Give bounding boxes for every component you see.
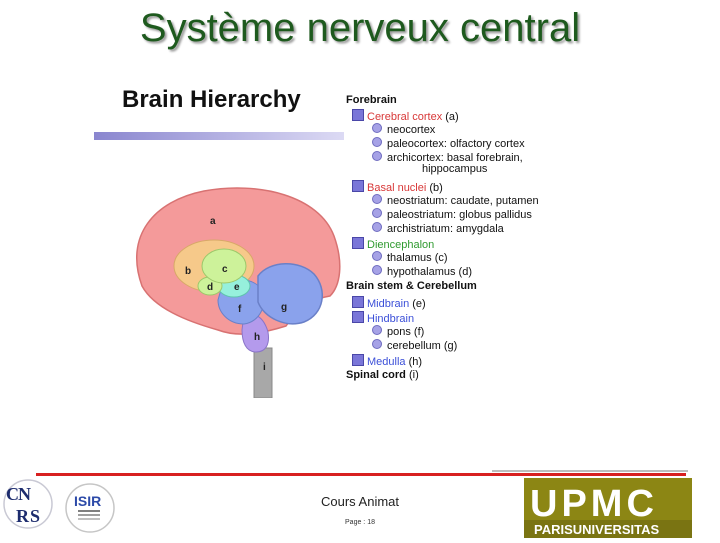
region-label-h: h bbox=[254, 332, 260, 343]
region-label-e: e bbox=[234, 282, 240, 293]
legend-item: thalamus (c) bbox=[372, 251, 448, 264]
legend-group-label: Medulla bbox=[367, 356, 406, 368]
round-bullet-icon bbox=[372, 123, 382, 133]
region-label-f: f bbox=[238, 304, 242, 315]
isir-logo: ISIR bbox=[65, 483, 115, 533]
slide-title: Système nerveux central bbox=[139, 6, 581, 50]
legend-item: paleostriatum: globus pallidus bbox=[372, 208, 532, 221]
figure-title-rule bbox=[94, 132, 344, 140]
legend-group: Cerebral cortex (a) bbox=[352, 109, 459, 123]
legend-item-label: hypothalamus (d) bbox=[387, 266, 472, 278]
region-label-d: d bbox=[207, 282, 213, 293]
legend-header-label: Brain stem & Cerebellum bbox=[346, 280, 477, 292]
legend-item-label: pons (f) bbox=[387, 326, 425, 338]
legend-item-label: neocortex bbox=[387, 124, 436, 136]
legend-group-suffix: (a) bbox=[442, 111, 459, 123]
legend-header-label: Forebrain bbox=[346, 94, 397, 106]
round-bullet-icon bbox=[372, 151, 382, 161]
legend-group: Midbrain (e) bbox=[352, 296, 426, 310]
square-bullet-icon bbox=[352, 354, 364, 366]
legend-item-continuation: hippocampus bbox=[422, 164, 487, 175]
round-bullet-icon bbox=[372, 251, 382, 261]
legend-group-label: Cerebral cortex bbox=[367, 111, 443, 123]
spinal-cord-region bbox=[253, 347, 273, 398]
legend-group-label: Hindbrain bbox=[367, 313, 415, 325]
region-label-g: g bbox=[281, 302, 287, 313]
legend-header-suffix: (i) bbox=[405, 369, 419, 381]
legend-item-label: archistriatum: amygdala bbox=[387, 223, 504, 235]
region-label-b: b bbox=[185, 266, 191, 277]
legend-header: Brain stem & Cerebellum bbox=[346, 281, 477, 292]
legend-item-label: cerebellum (g) bbox=[387, 340, 458, 352]
legend-item: neostriatum: caudate, putamen bbox=[372, 194, 539, 207]
svg-text:N: N bbox=[18, 484, 31, 504]
round-bullet-icon bbox=[372, 208, 382, 218]
legend-group: Hindbrain bbox=[352, 311, 414, 325]
svg-text:S: S bbox=[30, 506, 40, 526]
legend-item: pons (f) bbox=[372, 325, 424, 338]
svg-text:C: C bbox=[6, 484, 19, 504]
region-label-c: c bbox=[222, 264, 228, 275]
legend-group: Basal nuclei (b) bbox=[352, 180, 443, 194]
legend-group-label: Diencephalon bbox=[367, 239, 435, 251]
round-bullet-icon bbox=[372, 339, 382, 349]
square-bullet-icon bbox=[352, 296, 364, 308]
legend-header: Spinal cord (i) bbox=[346, 370, 419, 381]
legend-item-label: hippocampus bbox=[422, 163, 488, 175]
legend-group: Diencephalon bbox=[352, 237, 434, 251]
legend-header: Forebrain bbox=[346, 95, 397, 106]
square-bullet-icon bbox=[352, 109, 364, 121]
legend-group: Medulla (h) bbox=[352, 354, 422, 368]
thalamus-region bbox=[201, 248, 247, 284]
region-label-a: a bbox=[210, 216, 216, 227]
brain-illustration: a b c d e f g h i bbox=[136, 187, 341, 398]
legend-header-label: Spinal cord bbox=[346, 369, 406, 381]
legend-group-suffix: (e) bbox=[409, 298, 426, 310]
legend-group-suffix: (h) bbox=[405, 356, 423, 368]
legend-group-label: Midbrain bbox=[367, 298, 410, 310]
round-bullet-icon bbox=[372, 137, 382, 147]
square-bullet-icon bbox=[352, 311, 364, 323]
footer-rule bbox=[36, 473, 686, 476]
round-bullet-icon bbox=[372, 194, 382, 204]
legend-item: archistriatum: amygdala bbox=[372, 222, 504, 235]
region-label-i: i bbox=[263, 362, 266, 373]
round-bullet-icon bbox=[372, 222, 382, 232]
legend-group-label: Basal nuclei bbox=[367, 182, 427, 194]
legend-item-label: paleostriatum: globus pallidus bbox=[387, 209, 532, 221]
legend-item: hypothalamus (d) bbox=[372, 265, 472, 278]
legend-item: neocortex bbox=[372, 123, 435, 136]
figure-title: Brain Hierarchy bbox=[122, 86, 301, 113]
cnrs-logo: C N R S bbox=[3, 479, 53, 529]
round-bullet-icon bbox=[372, 265, 382, 275]
footer-rule-gray bbox=[492, 470, 688, 472]
footer-page-number: Page : 18 bbox=[345, 519, 375, 526]
legend-item: paleocortex: olfactory cortex bbox=[372, 137, 525, 150]
legend-item-label: thalamus (c) bbox=[387, 252, 448, 264]
legend-item: cerebellum (g) bbox=[372, 339, 457, 352]
footer-course: Cours Animat bbox=[320, 494, 400, 509]
svg-text:UPMC: UPMC bbox=[530, 483, 658, 525]
legend-item-label: paleocortex: olfactory cortex bbox=[387, 138, 525, 150]
svg-text:ISIR: ISIR bbox=[74, 493, 101, 509]
legend-item-label: archicortex: basal forebrain, bbox=[387, 152, 523, 164]
square-bullet-icon bbox=[352, 180, 364, 192]
legend-group-suffix: (b) bbox=[426, 182, 443, 194]
legend-item-label: neostriatum: caudate, putamen bbox=[387, 195, 539, 207]
cerebellum-region bbox=[257, 263, 323, 325]
svg-text:R: R bbox=[16, 506, 30, 526]
legend-item: archicortex: basal forebrain, bbox=[372, 151, 523, 164]
square-bullet-icon bbox=[352, 237, 364, 249]
round-bullet-icon bbox=[372, 325, 382, 335]
upmc-logo: UPMC PARISUNIVERSITAS bbox=[524, 478, 692, 538]
svg-text:PARISUNIVERSITAS: PARISUNIVERSITAS bbox=[534, 522, 660, 537]
